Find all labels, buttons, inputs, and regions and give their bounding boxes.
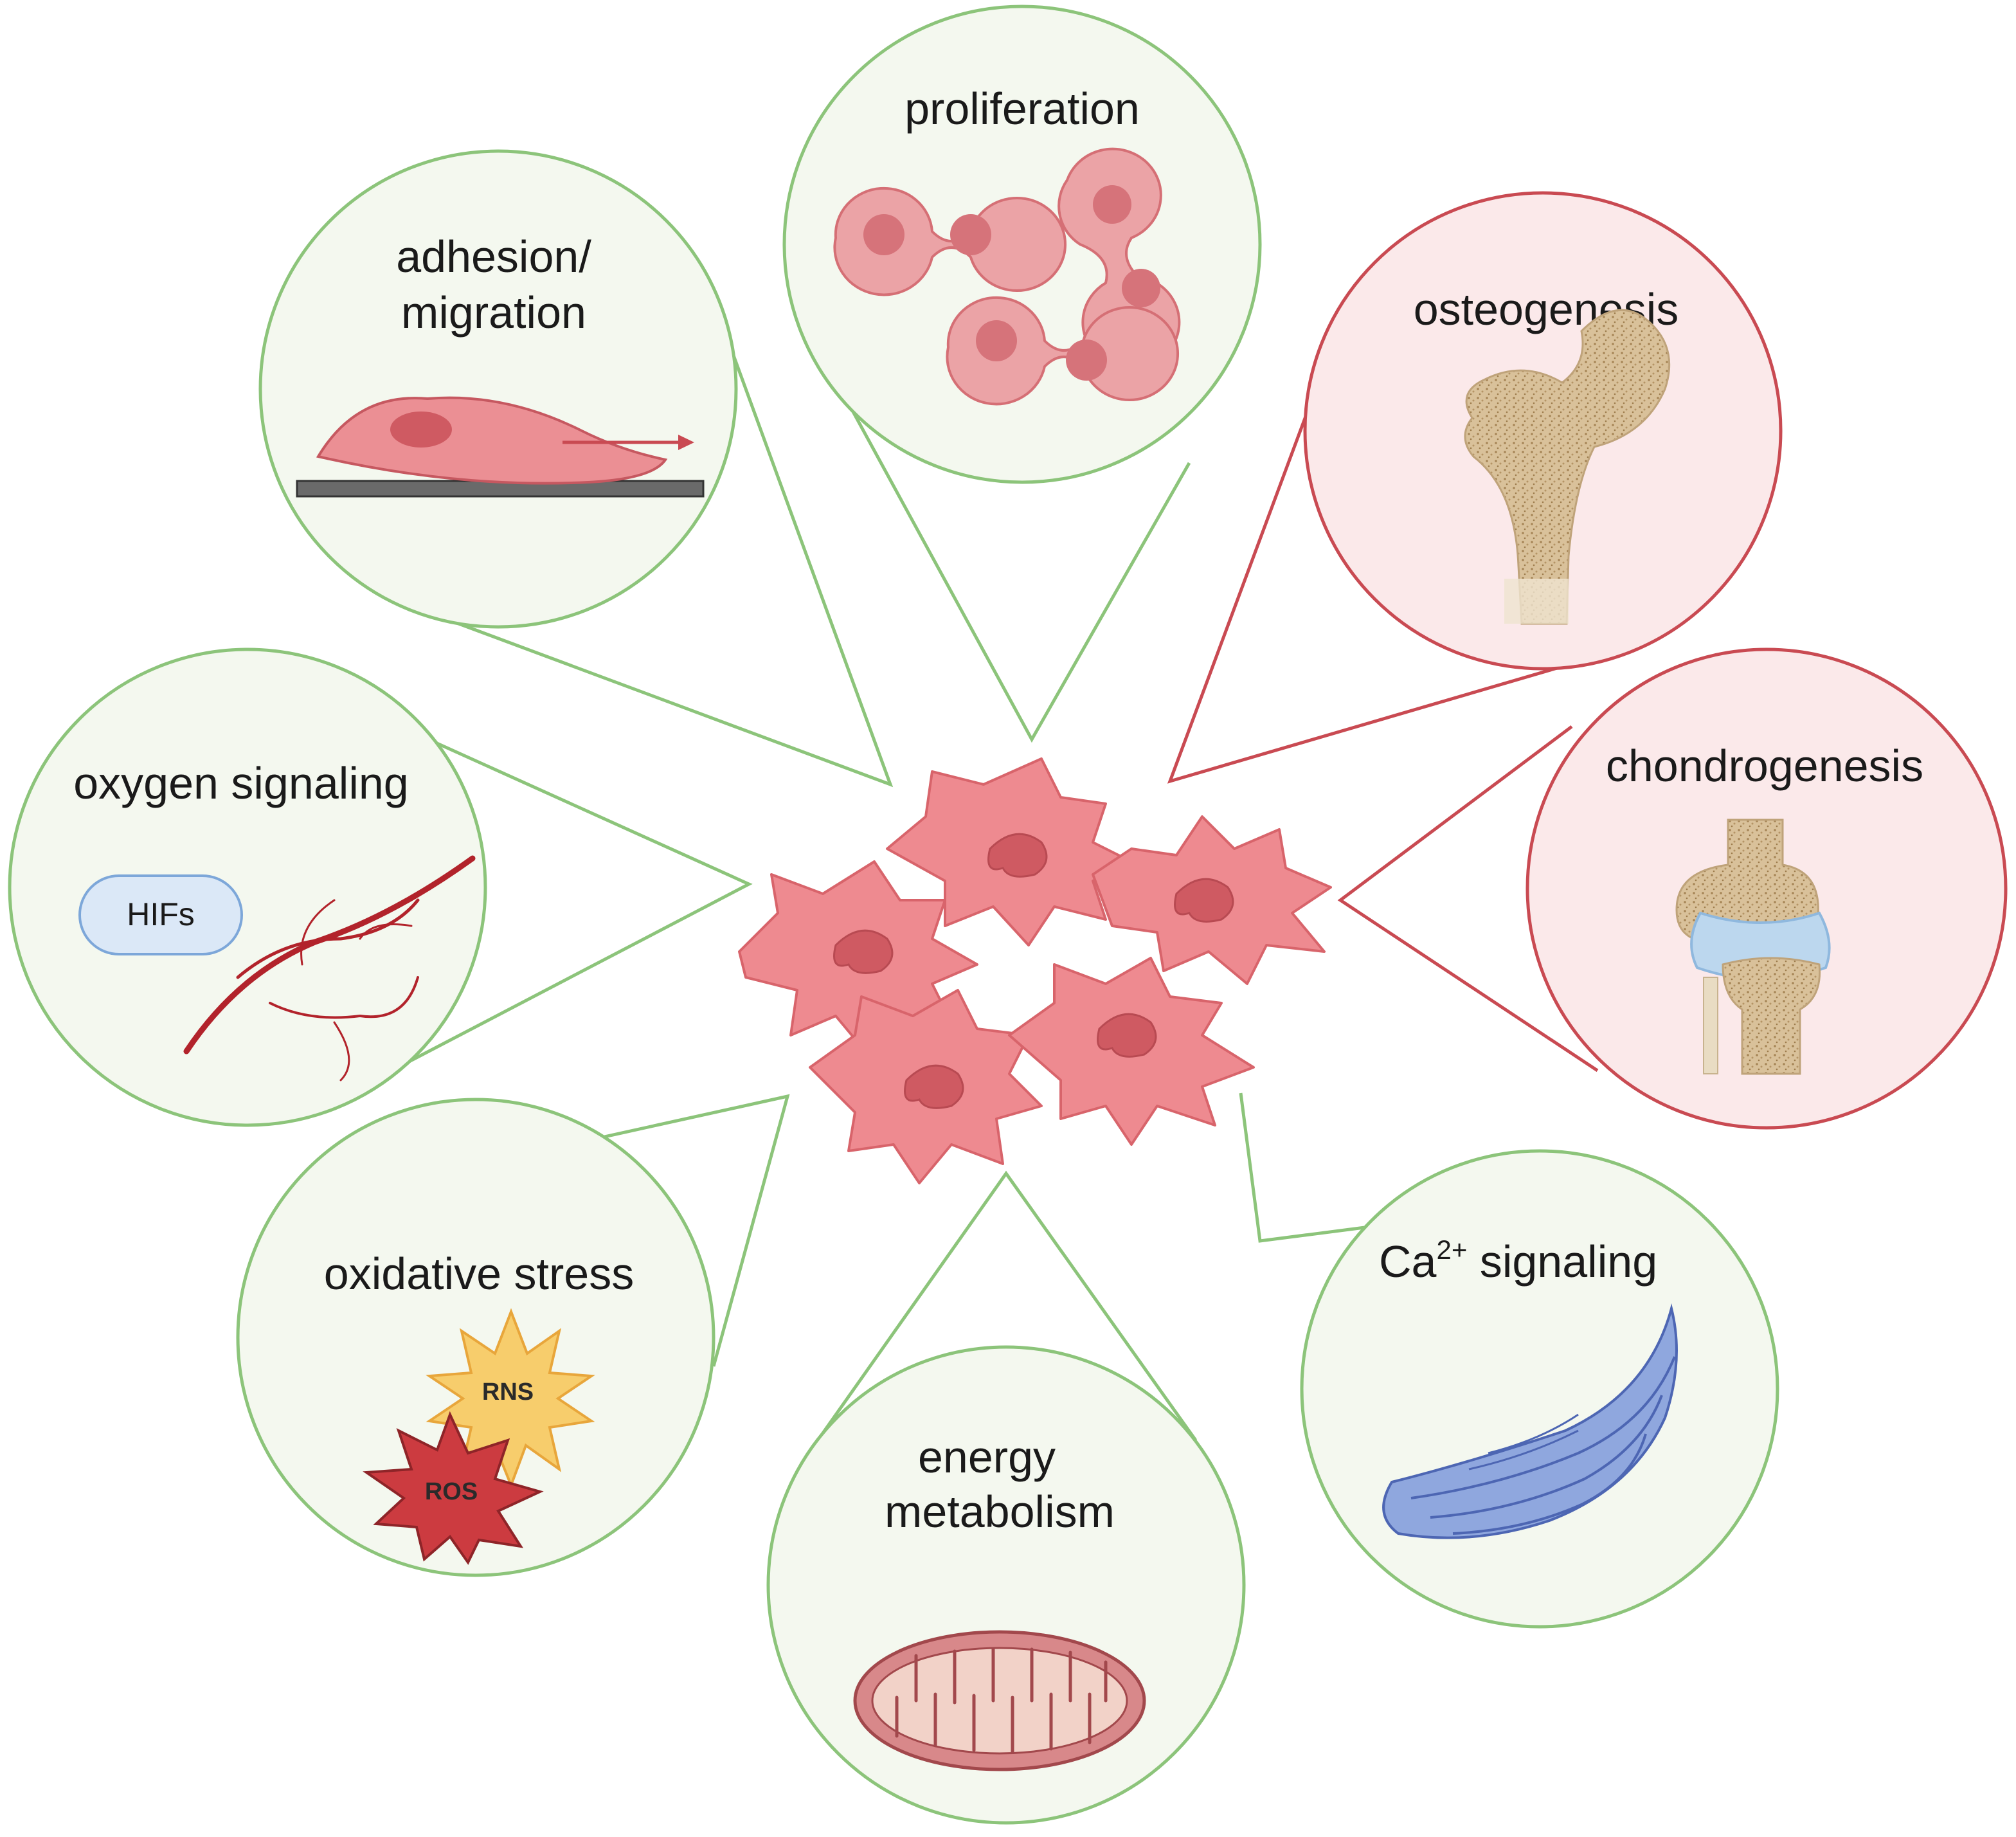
- stem-cell-nuclei: [833, 833, 1234, 1109]
- connector-energy: [811, 1170, 1198, 1448]
- rns-label: RNS: [482, 1379, 534, 1406]
- label-proliferation: proliferation: [905, 84, 1140, 134]
- knee-joint-icon: [1675, 819, 1831, 1075]
- label-calcium: Ca2+ signaling: [1379, 1235, 1657, 1287]
- femur-bone-icon: [1464, 309, 1671, 625]
- connector-osteogenesis: [1167, 392, 1589, 784]
- connector-proliferation: [837, 385, 1191, 743]
- label-oxidative: oxidative stress: [324, 1249, 634, 1299]
- bubble-calcium: [1300, 1149, 1779, 1629]
- blood-vessels-icon: [183, 855, 476, 1081]
- migrating-cell-icon: [296, 396, 705, 498]
- label-adhesion-line2: migration: [401, 287, 586, 338]
- ros-label: ROS: [425, 1478, 478, 1505]
- bubble-adhesion: [258, 149, 738, 629]
- connector-chondrogenesis: [1337, 725, 1599, 1072]
- reactive-species-icon: RNS ROS: [363, 1308, 595, 1565]
- stem-cell-cluster-icon: [738, 757, 1332, 1184]
- label-adhesion-line1: adhesion/: [396, 231, 591, 282]
- label-calcium-suffix: signaling: [1467, 1236, 1657, 1287]
- connector-adhesion: [449, 353, 894, 788]
- bubble-oxidative: [236, 1098, 716, 1577]
- label-energy-line1: energy: [918, 1432, 1056, 1482]
- label-energy-line2: metabolism: [885, 1487, 1115, 1537]
- label-oxygen: oxygen signaling: [73, 758, 408, 808]
- bubble-oxygen: [8, 647, 487, 1127]
- hifs-badge: HIFs: [78, 874, 243, 955]
- hifs-badge-label: HIFs: [127, 896, 195, 932]
- label-calcium-prefix: Ca: [1379, 1236, 1437, 1287]
- ros-star: [363, 1411, 544, 1565]
- label-calcium-sup: 2+: [1436, 1235, 1467, 1265]
- connector-oxygen: [384, 718, 753, 1076]
- label-chondrogenesis: chondrogenesis: [1606, 741, 1923, 791]
- mitochondrion-icon: [853, 1630, 1146, 1771]
- endoplasmic-reticulum-icon: [1382, 1303, 1678, 1539]
- substrate-surface: [296, 480, 705, 498]
- proliferation-nuclei: [863, 185, 1160, 381]
